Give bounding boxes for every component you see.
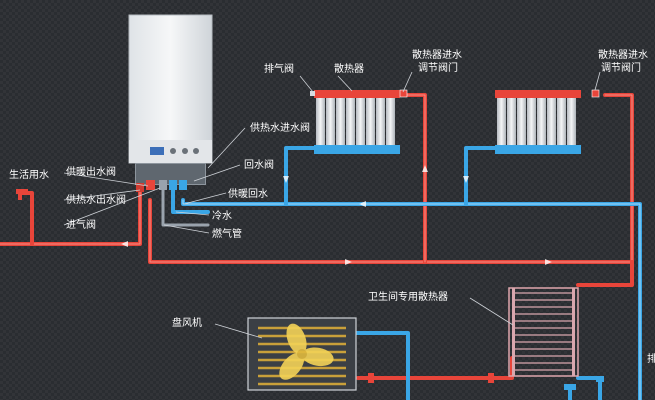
pipes [0,93,642,400]
label-return-valve: 回水阀 [244,158,274,171]
label-partial-right: 排 [647,352,655,365]
radiator-2-fins [497,98,576,145]
label-heating-supply-inlet-valve: 供热水进水阀 [250,121,310,134]
hot-riser-radiator-1 [403,93,427,264]
flow-arrow-hot [121,241,128,247]
label-radiator: 散热器 [334,62,364,75]
valve-gas-inlet [159,180,167,190]
label-hot-water-outlet-valve: 供热水出水阀 [66,193,126,206]
flow-arrows [121,165,552,265]
label-radiator-inlet-valve-1-line1: 散热器进水 [412,48,462,61]
fitting-valve [564,384,576,390]
valve-hot-water-outlet [136,183,144,192]
radiator-2 [495,89,600,154]
leader-lines [63,71,601,339]
wall-hung-boiler [128,14,213,185]
label-exhaust-valve: 排气阀 [264,62,294,75]
fitting-valve [488,373,494,383]
boiler-knob [182,148,188,154]
boiler-display [150,147,164,155]
hot-branch-bathroom [576,260,634,287]
flow-arrow-cold [283,176,289,183]
radiator-1 [310,89,408,154]
fitting-valve [596,376,604,382]
exhaust-valve-icon [310,91,315,96]
inlet-valve-icon [591,89,600,98]
fan-coil-unit [247,317,357,391]
valve-heating-outlet [146,180,155,190]
domestic-tap-riser [20,191,34,246]
flow-arrow-hot [422,165,428,172]
boiler-knob [193,148,199,154]
domestic-tap-icon [16,189,28,200]
label-bathroom-radiator: 卫生间专用散热器 [368,290,448,303]
bathroom-radiator [508,287,579,377]
label-inlet-valve: 进气阀 [66,218,96,231]
label-fan-coil: 盘风机 [172,316,202,329]
fan-icon [279,323,334,380]
boiler-valves [136,180,187,192]
label-cold-water: 冷水 [212,209,232,222]
boiler-knob [170,148,176,154]
labels: 排气阀 散热器 散热器进水 调节阀门 散热器进水 调节阀门 供热水进水阀 回水阀… [9,48,655,365]
label-gas-pipe: 燃气管 [212,227,242,240]
valve-cold-inlet [169,180,177,190]
cold-return-radiator-1 [284,146,322,206]
radiator-1-fins [316,98,395,145]
label-radiator-inlet-valve-2-line1: 散热器进水 [598,48,648,61]
label-heating-outlet-valve: 供暖出水阀 [66,165,116,178]
flow-arrow-cold [359,201,366,207]
label-domestic-water: 生活用水 [9,168,49,181]
valve-return [179,180,187,190]
cold-return-radiator-2 [464,146,502,206]
gas-pipe [161,183,210,227]
fan-coil-return [353,331,410,400]
label-heating-return: 供暖回水 [228,187,268,200]
fitting-valve [368,373,374,383]
flow-arrow-cold [463,176,469,183]
cold-water-inlet-pipe [171,183,210,214]
flow-arrow-hot [345,259,352,265]
label-radiator-inlet-valve-2-line2: 调节阀门 [601,61,641,74]
label-radiator-inlet-valve-1-line2: 调节阀门 [418,61,458,74]
flow-arrow-hot [545,259,552,265]
